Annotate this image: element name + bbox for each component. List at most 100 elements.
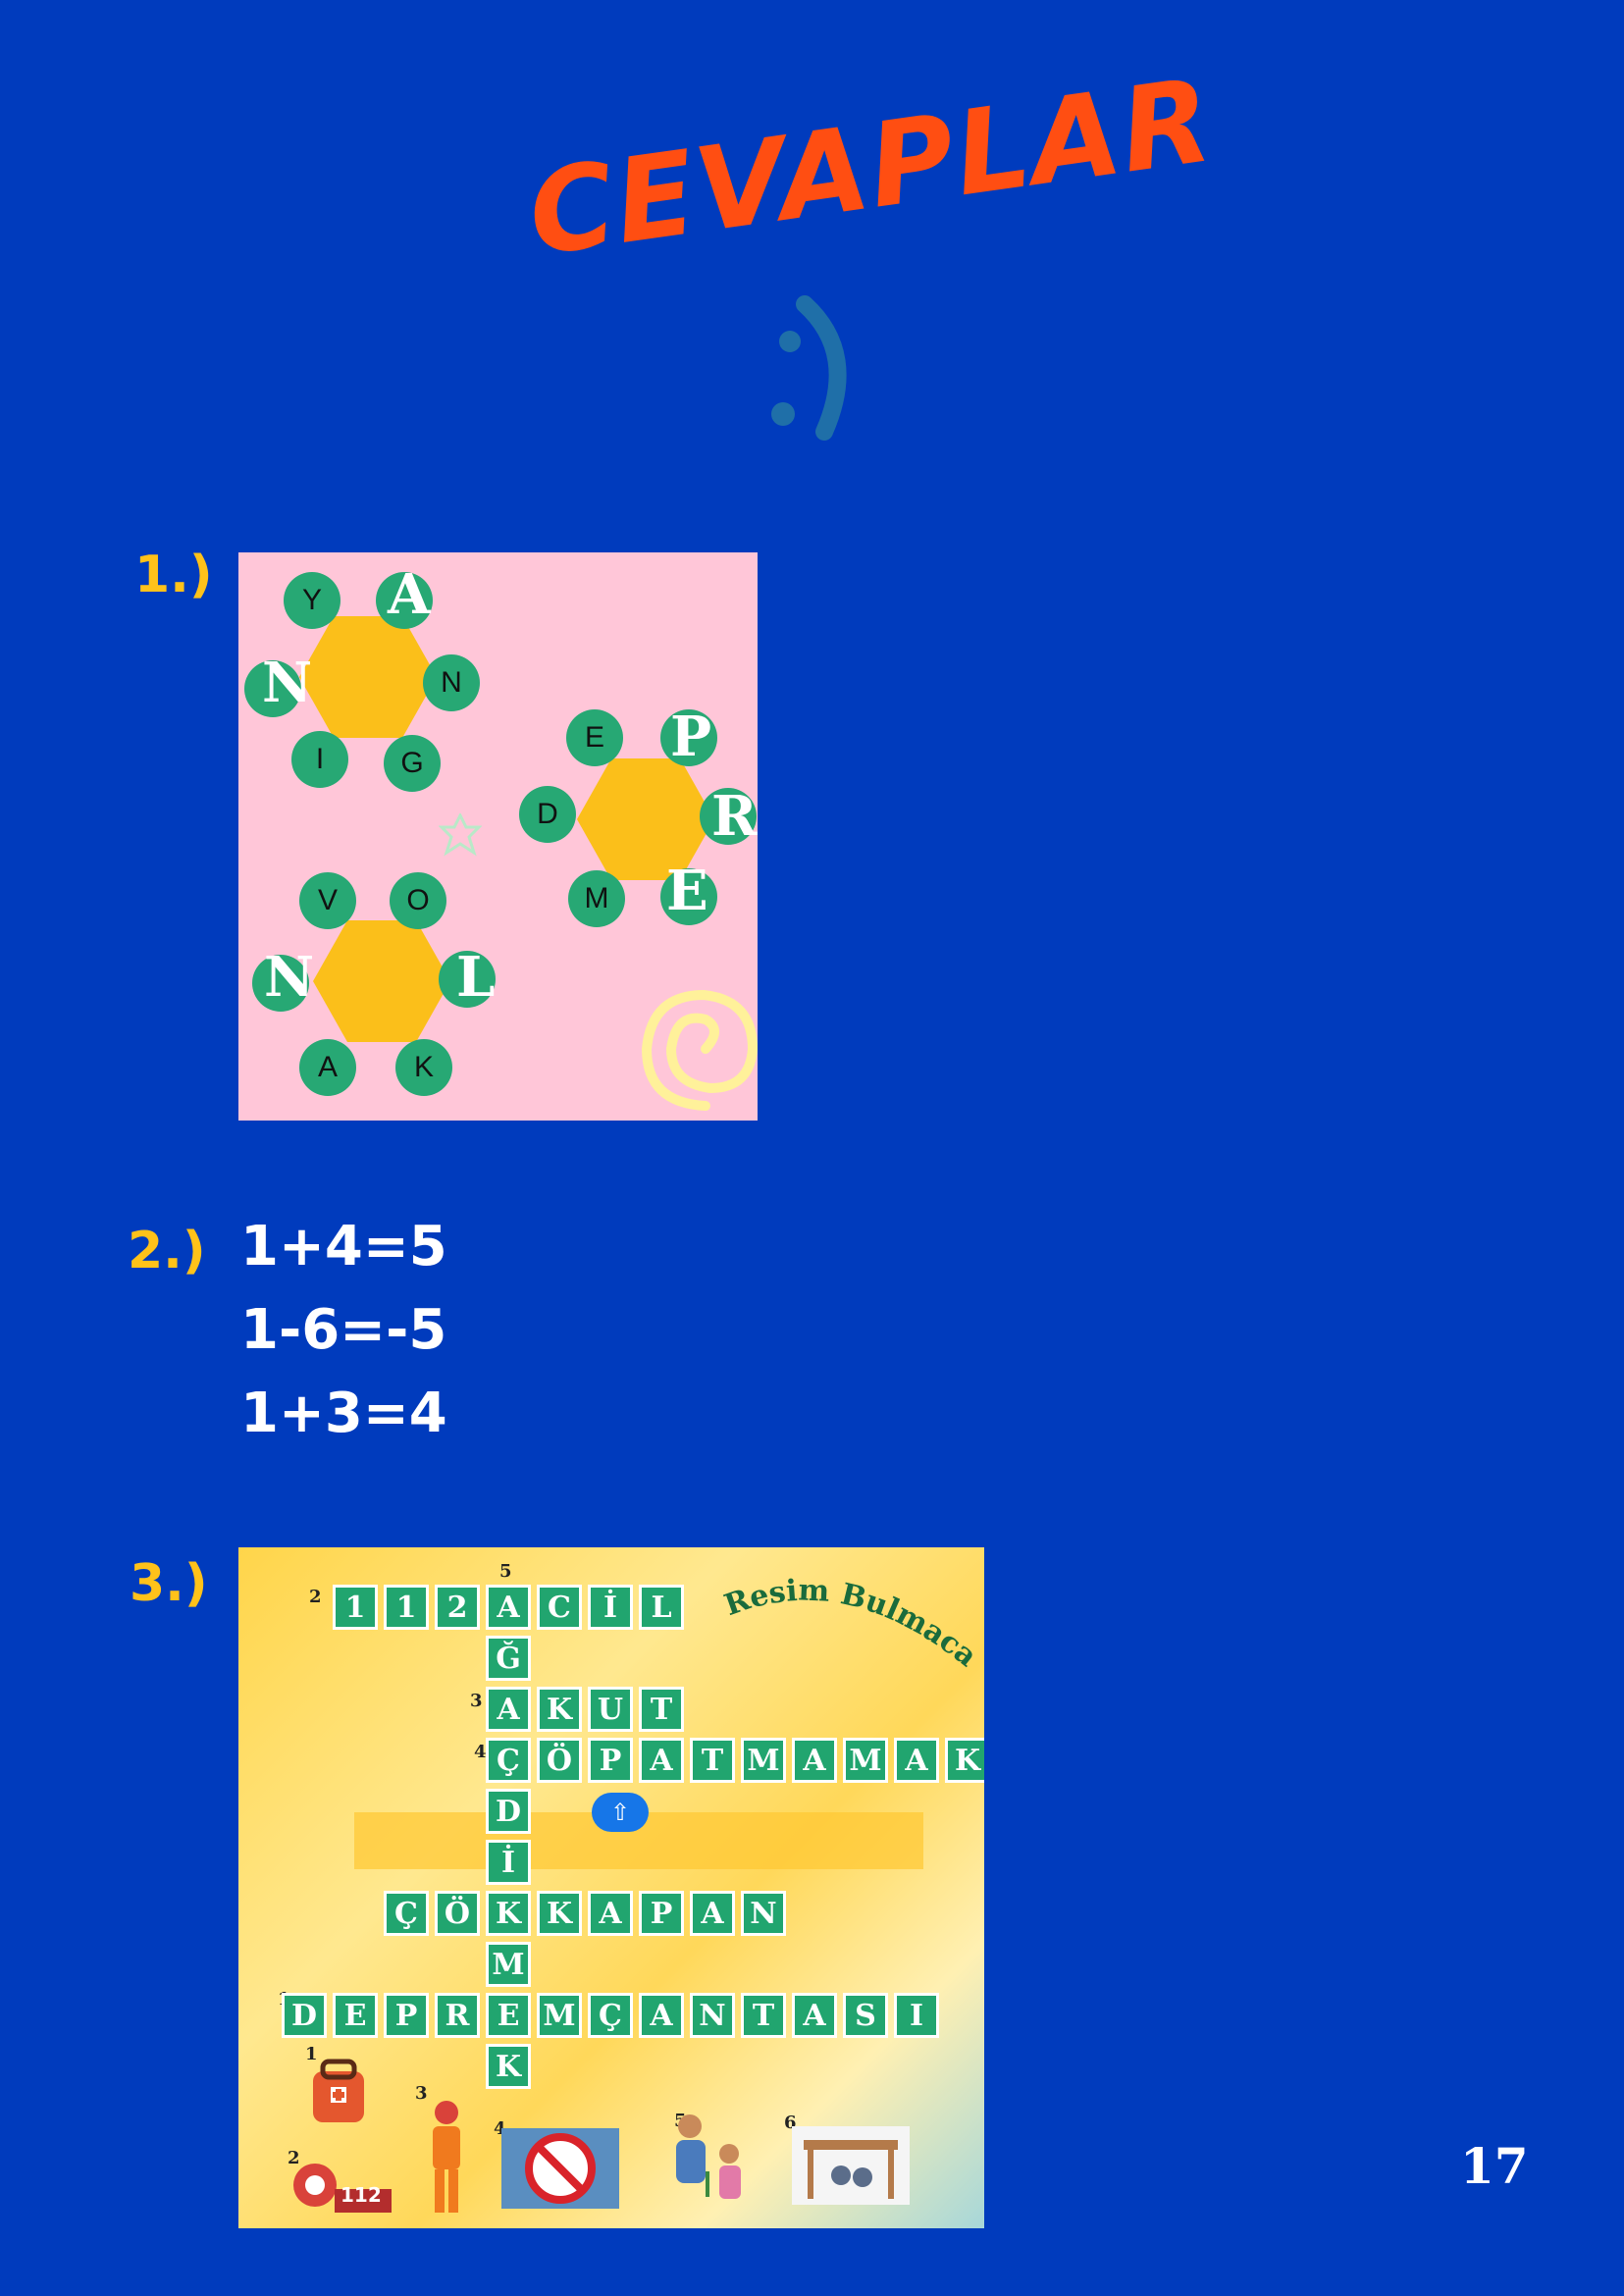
equation-2: 1-6=-5 — [240, 1298, 447, 1362]
crossword-cell: M — [537, 1993, 582, 2038]
crossword-cell: K — [537, 1687, 582, 1732]
crossword-cell: A — [792, 1738, 837, 1783]
crossword-cell: Ç — [588, 1993, 633, 2038]
answer-letter: L — [456, 945, 496, 1010]
equation-1: 1+4=5 — [240, 1215, 447, 1278]
answer-letter: A — [388, 562, 431, 627]
letter-circle: O — [390, 872, 446, 929]
family-planting-icon — [676, 2114, 741, 2199]
crossword-cell: D — [486, 1789, 531, 1834]
crossword-cell: M — [486, 1942, 531, 1987]
answer-letter: N — [262, 651, 313, 715]
crossword-cell: E — [333, 1993, 378, 2038]
crossword-cell: A — [486, 1585, 531, 1630]
letter-circle — [660, 868, 717, 925]
phone-icon — [293, 2164, 392, 2213]
crossword-cell: Ö — [537, 1738, 582, 1783]
crossword-cell: R — [435, 1993, 480, 2038]
question-2-label: 2.) — [128, 1222, 206, 1280]
crossword-cell: 1 — [333, 1585, 378, 1630]
letter-circle: K — [395, 1039, 452, 1096]
hexagon-3 — [313, 920, 450, 1042]
letter-circle — [252, 955, 309, 1012]
answer-letter: E — [666, 859, 708, 923]
answer-letter: P — [670, 704, 712, 769]
crossword-cell: U — [588, 1687, 633, 1732]
crossword-cell: A — [639, 1993, 684, 2038]
crossword-cell: A — [792, 1993, 837, 2038]
letter-circle — [439, 951, 496, 1008]
letter-circle — [700, 788, 757, 845]
crossword-cell: K — [537, 1891, 582, 1936]
crossword-cell: N — [690, 1993, 735, 2038]
crossword-title: Resim Bulmaca — [720, 1577, 974, 1674]
crossword-cell: M — [843, 1738, 888, 1783]
page-title: CEVAPLAR — [520, 52, 1222, 283]
crossword-cell: S — [843, 1993, 888, 2038]
smiley-icon — [771, 295, 847, 441]
crossword-cell: T — [690, 1738, 735, 1783]
crossword-cell: Ç — [486, 1738, 531, 1783]
crossword-cell: İ — [588, 1585, 633, 1630]
letter-circle: E — [566, 709, 623, 766]
letter-circle: M — [568, 870, 625, 927]
equation-3: 1+3=4 — [240, 1382, 447, 1445]
crossword-cell: C — [537, 1585, 582, 1630]
crossword-cell: A — [690, 1891, 735, 1936]
crossword-cell: K — [486, 1891, 531, 1936]
picture-crossword: Resim Bulmaca ⇧ 2 5 3 4 1 AĞAÇDİKMEK112A… — [238, 1547, 984, 2228]
crossword-cell: A — [639, 1738, 684, 1783]
phone-number: 112 — [341, 2183, 382, 2207]
crossword-cell: K — [486, 2044, 531, 2089]
picture-label: 1 — [305, 2044, 318, 2064]
crossword-cell: 1 — [384, 1585, 429, 1630]
crossword-cell: I — [894, 1993, 939, 2038]
letter-circle: V — [299, 872, 356, 929]
crossword-cell: P — [639, 1891, 684, 1936]
crossword-cell: Ğ — [486, 1636, 531, 1681]
answer-letter: R — [711, 784, 758, 849]
letter-circle — [376, 572, 433, 629]
picture-label: 3 — [415, 2083, 428, 2104]
crossword-cell: Ç — [384, 1891, 429, 1936]
letter-circle — [244, 660, 301, 717]
crossword-cell: A — [894, 1738, 939, 1783]
crossword-cell: İ — [486, 1840, 531, 1885]
svg-text:Resim Bulmaca: Resim Bulmaca — [720, 1577, 974, 1674]
backpack-icon — [313, 2059, 364, 2122]
letter-circle: A — [299, 1039, 356, 1096]
clue-number: 2 — [309, 1587, 322, 1607]
letter-circle: Y — [284, 572, 341, 629]
crossword-cell: A — [486, 1687, 531, 1732]
crossword-cell: K — [945, 1738, 984, 1783]
crossword-cell: N — [741, 1891, 786, 1936]
crossword-cell: D — [282, 1993, 327, 2038]
clue-number: 3 — [470, 1691, 483, 1711]
question-3-label: 3.) — [130, 1554, 208, 1613]
letter-circle: I — [291, 731, 348, 788]
rescuer-icon — [433, 2101, 460, 2213]
letter-hexagon-puzzle: Y A N N I G E P D R M E V O N L A K — [238, 552, 758, 1121]
drop-cover-icon — [792, 2126, 910, 2205]
page-number: 17 — [1460, 2137, 1529, 2195]
letter-circle: G — [384, 735, 441, 792]
letter-circle: N — [423, 654, 480, 711]
star-icon — [439, 813, 482, 857]
clue-number: 4 — [474, 1742, 487, 1762]
letter-circle — [660, 709, 717, 766]
crossword-cell: T — [741, 1993, 786, 2038]
arrow-up-icon: ⇧ — [592, 1793, 649, 1832]
crossword-cell: P — [588, 1738, 633, 1783]
question-1-label: 1.) — [134, 546, 213, 604]
spiral-icon — [641, 989, 758, 1111]
crossword-cell: P — [384, 1993, 429, 2038]
crossword-cell: T — [639, 1687, 684, 1732]
crossword-cell: Ö — [435, 1891, 480, 1936]
picture-label: 2 — [288, 2148, 300, 2168]
crossword-cell: 2 — [435, 1585, 480, 1630]
crossword-cell: A — [588, 1891, 633, 1936]
answer-letter: N — [264, 945, 315, 1010]
clue-number: 5 — [499, 1561, 512, 1582]
letter-circle: D — [519, 786, 576, 843]
no-littering-icon — [501, 2128, 619, 2209]
